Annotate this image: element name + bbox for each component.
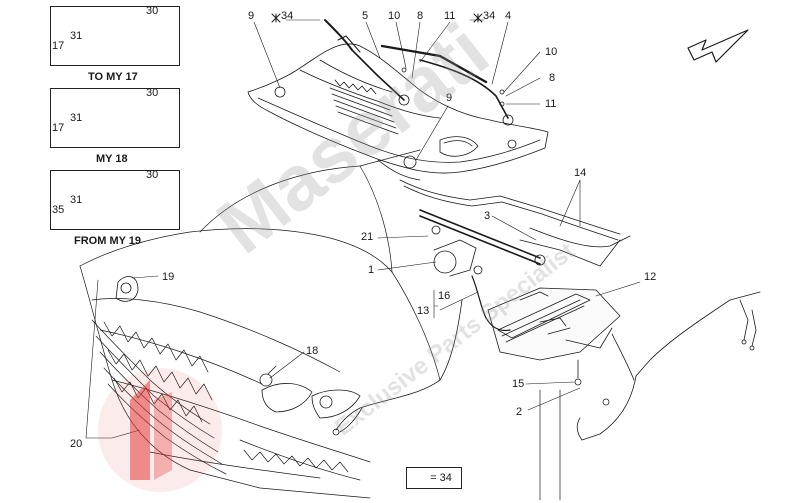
panel-1-label-30: 30 [146,5,159,17]
callout-19: 19 [162,271,175,283]
washer-tank [471,265,621,386]
front-grille [91,319,361,481]
callout-3: 3 [484,210,491,222]
cowl-panel [247,43,549,181]
callout-34-top-left: 34 [281,10,294,22]
callout-16: 16 [438,290,451,302]
panel-1-caption: TO MY 17 [88,71,138,83]
panel-1-label-17: 17 [52,40,65,52]
callout-2: 2 [516,406,523,418]
callout-8-top: 8 [417,10,424,22]
panel-3-caption: FROM MY 19 [74,235,142,247]
callout-9-top: 9 [248,10,255,22]
fastener-symbol-icon [271,13,483,482]
panel-2-caption: MY 18 [96,153,128,165]
panel-2-label-30: 30 [146,87,159,99]
detail-panel-1 [50,6,180,66]
detail-panel-3 [50,170,180,230]
callout-1: 1 [368,264,375,276]
callout-10-top: 10 [388,10,401,22]
callout-20: 20 [70,438,83,450]
panel-3-label-31: 31 [70,194,83,206]
panel-2-label-31: 31 [70,112,83,124]
callout-21: 21 [361,231,374,243]
panel-2-label-17: 17 [52,122,65,134]
direction-arrow-icon [687,29,749,63]
car-front-outline [79,149,561,501]
callout-4: 4 [505,10,512,22]
wiper-linkage [399,179,631,277]
callout-18: 18 [306,345,319,357]
callout-34-top-right: 34 [483,10,496,22]
logo-mark-icon [98,368,222,492]
legend-text: = 34 [430,472,452,484]
callout-11-top: 11 [444,10,456,22]
callout-15: 15 [512,378,525,390]
callout-12: 12 [644,271,657,283]
callout-8-right: 8 [549,72,556,84]
callout-14: 14 [574,167,587,179]
callout-10-right: 10 [545,46,558,58]
washer-hoses [332,291,761,441]
callout-11-right: 11 [545,98,557,110]
panel-3-label-30: 30 [146,169,159,181]
legend-box: = 34 [406,467,462,489]
callout-5: 5 [362,10,369,22]
detail-panel-2 [50,88,180,148]
panel-1-label-31: 31 [70,30,83,42]
front-sensor-area [115,276,361,419]
callout-13: 13 [417,305,430,317]
callout-9-middle: 9 [446,92,453,104]
wiper-arms [324,19,514,126]
panel-3-label-35: 35 [52,204,65,216]
